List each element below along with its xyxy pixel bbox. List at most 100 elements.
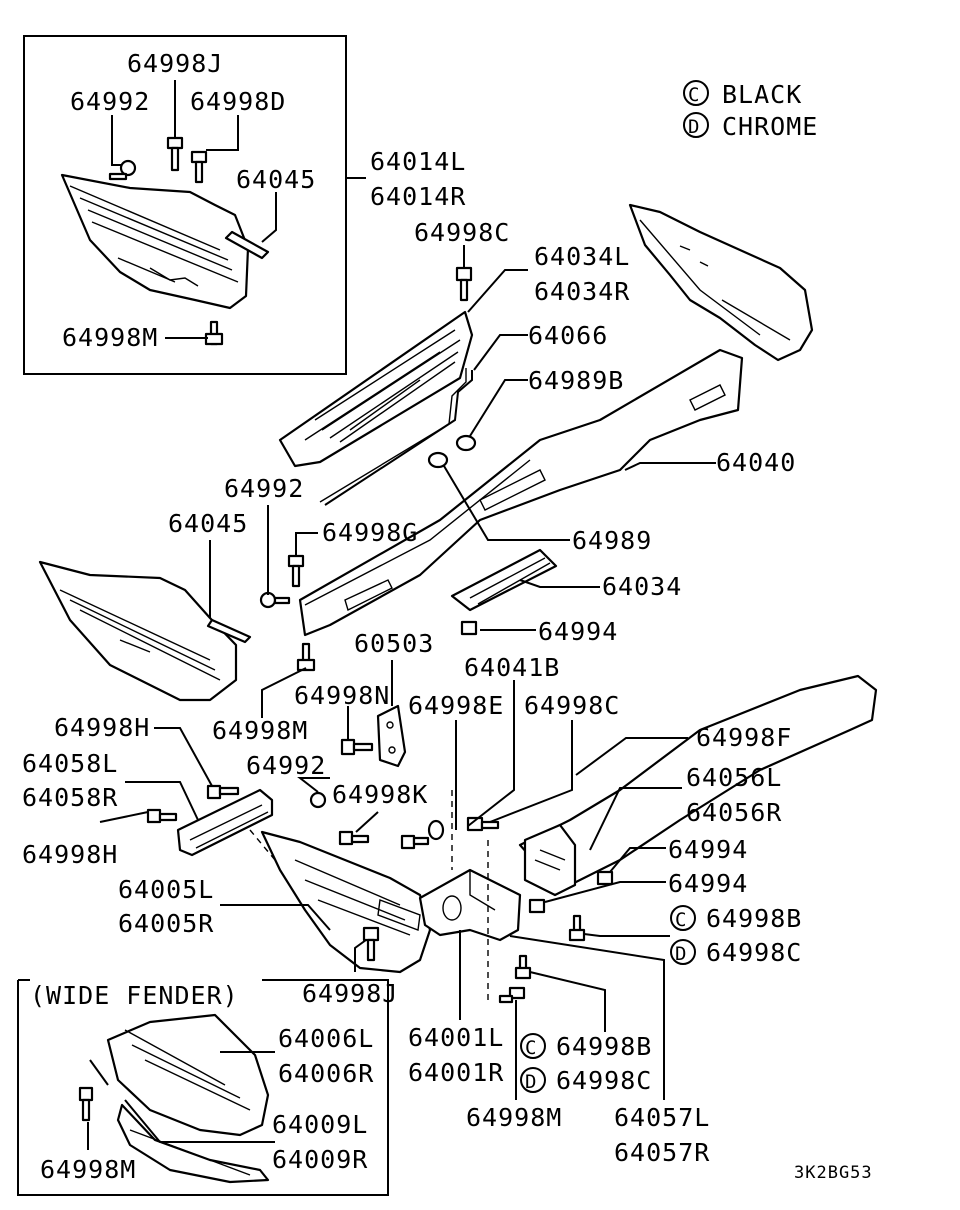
end-cap-left [38, 560, 238, 702]
label-64045-inset: 64045 [236, 165, 316, 194]
label-64992-a: 64992 [224, 474, 304, 503]
frame-64005 [260, 830, 432, 974]
mark-d-label-a: D [675, 943, 687, 965]
legend-mark-c: C [688, 84, 700, 106]
label-64014R: 64014R [370, 182, 466, 211]
bolt-64998N [340, 738, 374, 756]
label-64056L: 64056L [686, 763, 782, 792]
bolt-64998E [400, 819, 445, 850]
label-64006R: 64006R [278, 1059, 374, 1088]
mark-d-label-b: D [525, 1071, 537, 1093]
legend-text-black: BLACK [722, 80, 802, 109]
label-64998B-b: 64998B [556, 1032, 652, 1061]
label-64998G: 64998G [322, 518, 418, 547]
label-64998H-a: 64998H [54, 713, 150, 742]
mark-d-64998C-b [520, 1067, 546, 1093]
label-64998N: 64998N [294, 681, 390, 710]
bolt-64998D-inset [190, 150, 208, 184]
label-64998C-top: 64998C [414, 218, 510, 247]
bolt-64998H-b [146, 808, 178, 824]
diagram-code: 3K2BG53 [794, 1163, 873, 1183]
label-64998C-a: 64998C [706, 938, 802, 967]
nut-64994-c [528, 898, 546, 914]
label-64056R: 64056R [686, 798, 782, 827]
label-64989B: 64989B [528, 366, 624, 395]
mark-c-64998B-b [520, 1033, 546, 1059]
bolt-64998J [362, 926, 380, 962]
bolt-64998B-a [568, 914, 586, 942]
label-64001L: 64001L [408, 1023, 504, 1052]
label-64998M-a: 64998M [212, 716, 308, 745]
label-64058L: 64058L [22, 749, 118, 778]
label-64009R: 64009R [272, 1145, 368, 1174]
wide-fender-title: (WIDE FENDER) [30, 981, 239, 1010]
label-64058R: 64058R [22, 783, 118, 812]
bracket-64001 [418, 868, 522, 942]
label-64992-b: 64992 [246, 751, 326, 780]
label-64998M-inset: 64998M [62, 323, 158, 352]
mark-d-64998C-a [670, 939, 696, 965]
mark-c-label-b: C [525, 1037, 537, 1059]
label-64045: 64045 [168, 509, 248, 538]
nut-64992-inset [108, 159, 137, 181]
nut-64992-b [309, 791, 327, 809]
bolt-64998M-b [498, 986, 526, 1004]
label-60503: 60503 [354, 629, 434, 658]
label-64998K: 64998K [332, 780, 428, 809]
label-64998F: 64998F [696, 723, 792, 752]
label-64057L: 64057L [614, 1103, 710, 1132]
pad-64989 [427, 451, 449, 469]
bracket-60503 [376, 704, 407, 768]
label-64998C-mid: 64998C [524, 691, 620, 720]
label-64994-a: 64994 [538, 617, 618, 646]
bolt-64998M-a [296, 642, 316, 672]
label-64998E: 64998E [408, 691, 504, 720]
label-64998J-inset: 64998J [127, 49, 223, 78]
label-64006L: 64006L [278, 1024, 374, 1053]
label-64992-inset: 64992 [70, 87, 150, 116]
leader-lines [99, 177, 716, 1100]
nut-64994-b [596, 870, 614, 886]
bolt-64998M-inset [204, 320, 224, 346]
nut-64994-a [460, 620, 478, 636]
label-64994-b: 64994 [668, 835, 748, 864]
bolt-64998G [287, 554, 305, 588]
label-64034L: 64034L [534, 242, 630, 271]
label-64041B: 64041B [464, 653, 560, 682]
label-64998B-a: 64998B [706, 904, 802, 933]
label-64034: 64034 [602, 572, 682, 601]
legend-text-chrome: CHROME [722, 112, 818, 141]
bolt-64998H-a [206, 784, 240, 800]
label-64009L: 64009L [272, 1110, 368, 1139]
bolt-64998M-wide [78, 1086, 94, 1122]
inset-top-box [23, 35, 366, 375]
end-cap-right [628, 203, 814, 362]
label-64998C-b: 64998C [556, 1066, 652, 1095]
step-plate [278, 310, 474, 468]
bolt-64998B-b [514, 954, 532, 980]
frame-rail-64056 [518, 674, 878, 892]
label-64005R: 64005R [118, 909, 214, 938]
label-64998M-b: 64998M [466, 1103, 562, 1132]
legend [683, 80, 709, 138]
label-64066: 64066 [528, 321, 608, 350]
nut-64992-a [259, 591, 291, 609]
bolt-64998K [338, 830, 370, 846]
label-64040: 64040 [716, 448, 796, 477]
pad-64989B [455, 434, 477, 452]
label-64994-c: 64994 [668, 869, 748, 898]
label-64034R: 64034R [534, 277, 630, 306]
label-64998J: 64998J [302, 979, 398, 1008]
bolt-64998J-inset [166, 136, 184, 172]
label-64001R: 64001R [408, 1058, 504, 1087]
label-64057R: 64057R [614, 1138, 710, 1167]
label-64998H-b: 64998H [22, 840, 118, 869]
label-64998D-inset: 64998D [190, 87, 286, 116]
label-64005L: 64005L [118, 875, 214, 904]
bolt-64998C-top [455, 266, 473, 302]
mark-c-64998B-a [670, 905, 696, 931]
inset-wide-box [17, 979, 389, 1196]
dashed-guides [249, 790, 489, 1000]
